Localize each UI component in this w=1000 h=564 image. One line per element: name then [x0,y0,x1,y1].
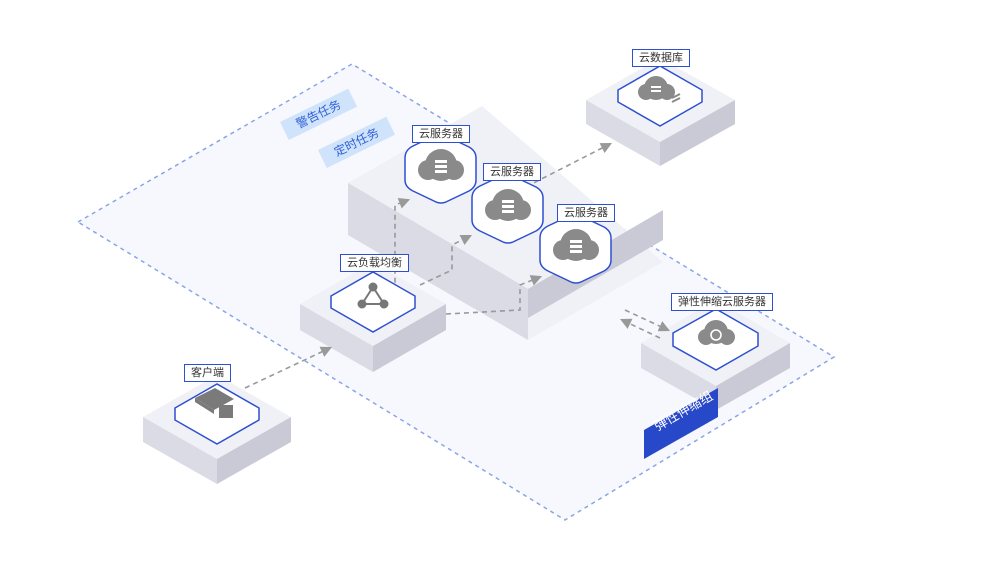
load-balancer-label: 云负载均衡 [340,254,409,272]
client[interactable] [174,383,260,445]
cloud-database-icon [638,76,681,103]
arrow-platform-autoscale-b [619,318,661,339]
server-2[interactable] [471,173,544,244]
share-nodes-icon [357,282,389,309]
client-label: 客户端 [184,364,231,382]
arrow-client-to-lb [244,346,333,389]
computer-icon [195,388,234,418]
autoscale-server[interactable] [672,308,759,371]
arrow-platform-autoscale-a [624,309,671,332]
autoscale-server-label: 弹性伸缩云服务器 [671,293,773,311]
cloud-server-icon [418,149,464,181]
server-3-label: 云服务器 [557,204,615,222]
server-3[interactable] [539,213,612,284]
server-1-label: 云服务器 [412,125,470,143]
arrow-lb-to-server-1 [379,197,411,291]
server-1[interactable] [404,133,477,204]
cloud-refresh-icon [698,320,735,345]
load-balancer[interactable] [330,271,416,333]
server-2-label: 云服务器 [483,163,541,181]
arrow-lb-to-server-2 [419,234,473,286]
arrow-lb-to-server-3 [445,275,543,315]
database-label: 云数据库 [632,49,690,67]
cloud-server-icon [485,189,531,221]
autoscaling-group-badge [644,388,718,459]
database[interactable] [617,65,703,127]
load-balancer-tile [330,271,416,333]
cloud-server-icon [553,229,599,261]
